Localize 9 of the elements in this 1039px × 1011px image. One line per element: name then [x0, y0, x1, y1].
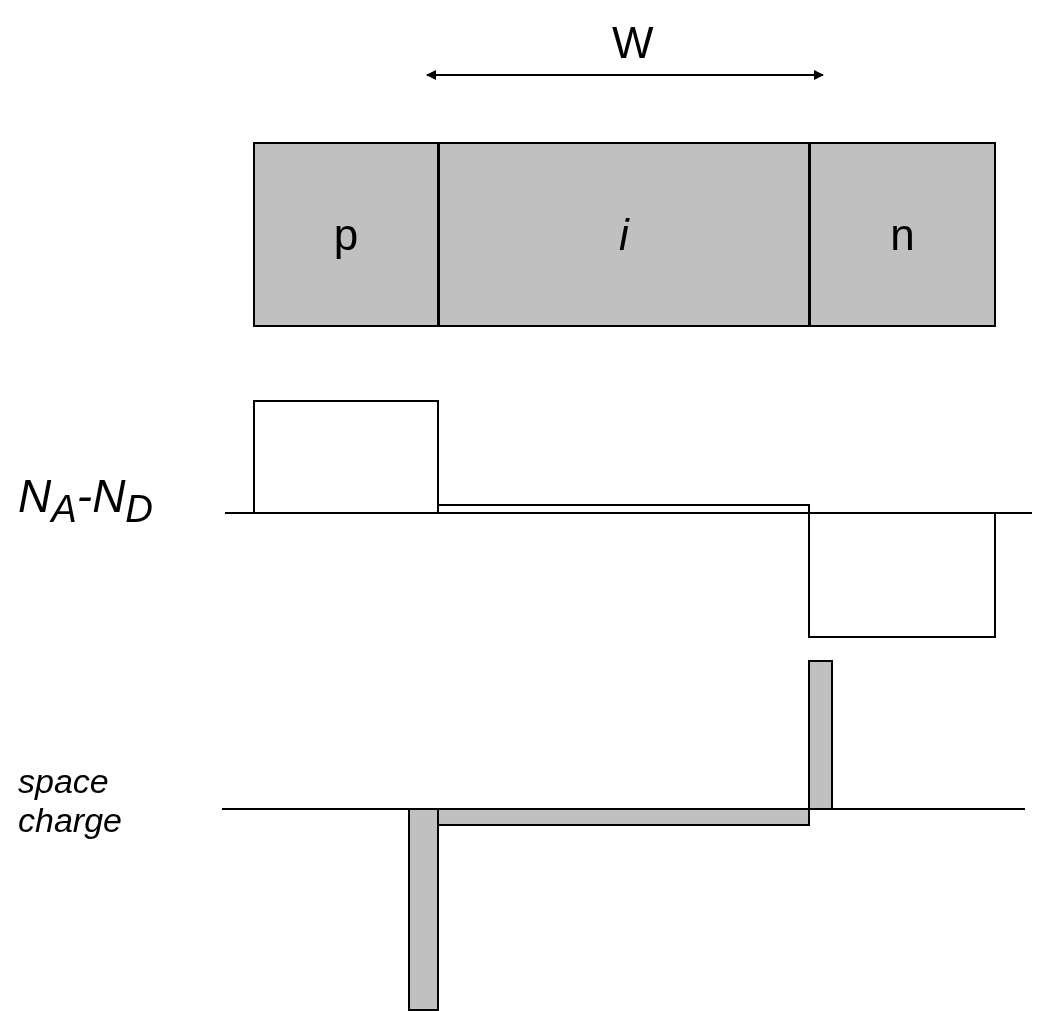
region-label: p: [333, 212, 359, 257]
region-box: [438, 142, 810, 327]
region-label: n: [890, 212, 915, 257]
dimension-label: W: [612, 18, 654, 69]
region-box: [253, 142, 439, 327]
axis-label: N$_{A}$-N$_{D}$: [18, 470, 154, 532]
region-box: [809, 142, 996, 327]
region-label: i: [619, 212, 629, 257]
axis-label: space charge: [18, 762, 123, 841]
